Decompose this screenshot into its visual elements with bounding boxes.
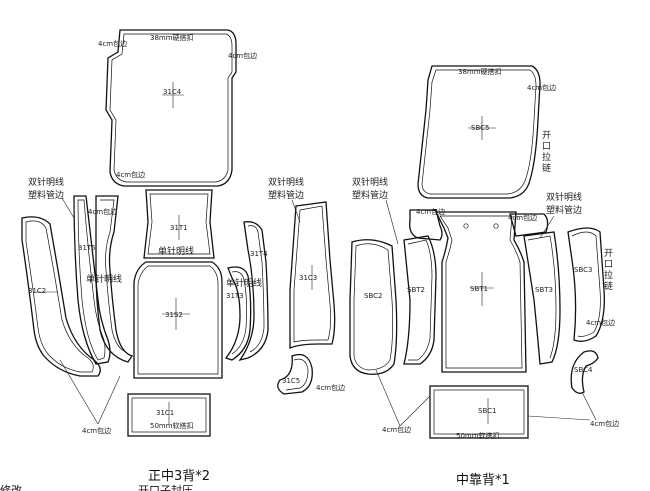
- label-SBT2: SBT2: [407, 286, 425, 294]
- label-31C5: 31C5: [282, 377, 300, 385]
- label-31T1: 31T1: [170, 224, 188, 232]
- label-SBC4: SBC4: [574, 366, 593, 374]
- label-SBC3: SBC3: [574, 266, 592, 274]
- piece-31C4: [105, 29, 237, 187]
- label-twin-stitch-right-set-left: 双针明线: [352, 176, 388, 188]
- label-zip-a-4: 链: [542, 162, 551, 174]
- label-31S2: 31S2: [165, 311, 183, 319]
- label-edge-4cm-d: 4cm包边: [88, 207, 117, 216]
- piece-31T1: [143, 189, 215, 259]
- label-buckle-38-right: 38mm硬搭扣: [458, 67, 502, 76]
- piece-SBC1: [429, 385, 529, 439]
- piece-31T3: [224, 266, 252, 361]
- label-zip-b-2: 口: [604, 260, 613, 270]
- label-zip-b-3: 拉: [604, 269, 613, 281]
- piece-SBC4: [570, 350, 599, 394]
- label-edge-4cm-c: 4cm包边: [116, 170, 145, 179]
- piece-SBT2: [403, 235, 437, 365]
- title-right: 中靠背*1: [456, 473, 510, 488]
- label-zip-b-4: 链: [604, 280, 613, 292]
- label-buckle-50-left: 50mm软搭扣: [150, 421, 194, 430]
- piece-31C5: [277, 353, 313, 395]
- label-31T4: 31T4: [250, 250, 268, 258]
- label-31C3: 31C3: [299, 274, 317, 282]
- piece-31C2: [21, 216, 101, 377]
- label-zip-a-2: 口: [542, 142, 551, 152]
- label-edge-4cm-e: 4cm包边: [316, 383, 345, 392]
- label-plastic-tube-left: 塑料管边: [28, 189, 64, 201]
- label-zip-a-1: 开: [542, 130, 551, 141]
- label-edge-4cm-j: 4cm包边: [586, 318, 615, 327]
- title-left: 正中3背*2: [148, 469, 210, 484]
- piece-top-tab-right: [509, 213, 549, 237]
- label-plastic-tube-right-set-right: 塑料管边: [546, 204, 582, 216]
- label-edge-4cm-l: 4cm包边: [382, 425, 411, 434]
- label-SBT3: SBT3: [535, 286, 553, 294]
- piece-side-strip-left: [95, 195, 134, 363]
- label-zip-b-1: 开: [604, 248, 613, 259]
- label-buckle-50-right: 50mm软搭扣: [456, 431, 500, 440]
- label-SBC1: SBC1: [478, 407, 496, 415]
- label-edge-4cm-f: 4cm包边: [82, 426, 111, 435]
- piece-top-tab-left: [409, 209, 443, 241]
- label-plastic-tube-right-set-left: 塑料管边: [352, 189, 388, 201]
- label-single-stitch-c: 单针明线: [226, 277, 262, 289]
- label-edge-4cm-a: 4cm包边: [98, 39, 127, 48]
- label-31T3: 31T3: [226, 292, 244, 300]
- label-SBC2: SBC2: [364, 292, 382, 300]
- title-edge-fragment: 修改: [0, 483, 22, 491]
- label-31C4: 31C4: [163, 88, 182, 96]
- label-single-stitch-b: 单针明线: [86, 273, 122, 285]
- piece-SBT1: [434, 211, 527, 373]
- label-edge-4cm-i: 4cm包边: [508, 213, 537, 222]
- title-left-sub: 开口子封压: [138, 483, 193, 491]
- piece-31C1: [127, 393, 211, 437]
- piece-31C3: [289, 201, 336, 349]
- label-plastic-tube-right: 塑料管边: [268, 189, 304, 201]
- label-31C1: 31C1: [156, 409, 174, 417]
- label-SBC5: SBC5: [471, 124, 489, 132]
- piece-SBC3: [567, 227, 605, 342]
- label-31C2: 31C2: [28, 287, 46, 295]
- label-twin-stitch-right: 双针明线: [268, 176, 304, 188]
- label-edge-4cm-k: 4cm包边: [590, 419, 619, 428]
- piece-SBC5: [417, 65, 541, 199]
- label-edge-4cm-b: 4cm包边: [228, 51, 257, 60]
- piece-31S2: [133, 261, 223, 379]
- label-twin-stitch-left: 双针明线: [28, 176, 64, 188]
- label-buckle-38-left: 38mm硬搭扣: [150, 33, 194, 42]
- piece-31T5: [73, 195, 111, 365]
- label-edge-4cm-h: 4cm包边: [416, 207, 445, 216]
- piece-SBT3: [523, 231, 561, 365]
- label-twin-stitch-right-set-right: 双针明线: [546, 191, 582, 203]
- piece-SBC2: [349, 239, 398, 375]
- piece-31T4: [238, 221, 269, 362]
- label-single-stitch-a: 单针明线: [158, 245, 194, 257]
- label-edge-4cm-g: 4cm包边: [527, 83, 556, 92]
- label-zip-a-3: 拉: [542, 151, 551, 163]
- label-SBT1: SBT1: [470, 285, 488, 293]
- label-31T5: 31T5: [78, 244, 96, 252]
